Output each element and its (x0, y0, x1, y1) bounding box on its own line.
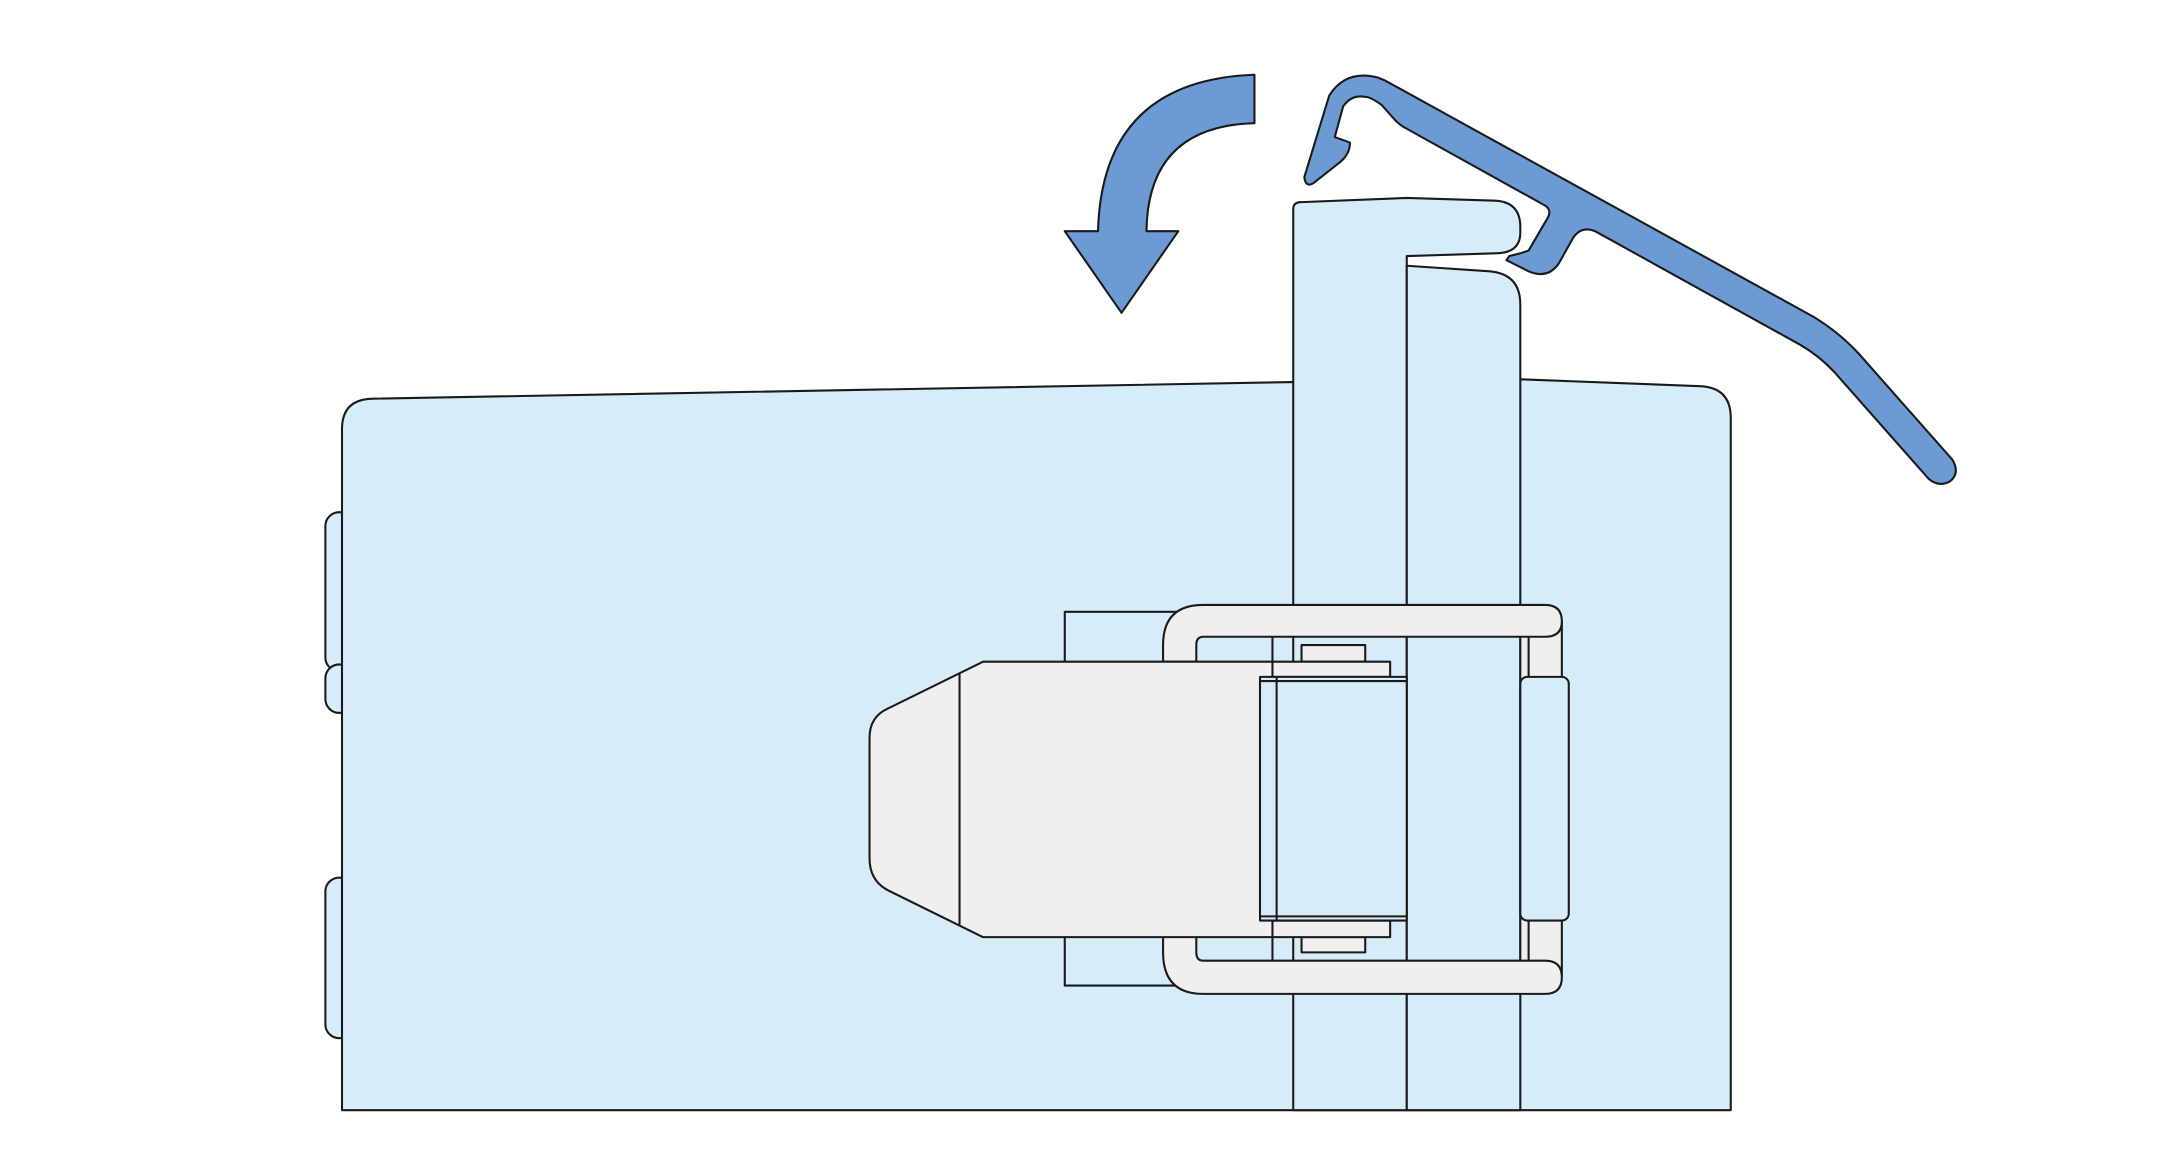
wire-bail (1162, 603, 1570, 995)
release-lever[interactable] (1303, 74, 1957, 485)
pillar-back (1405, 264, 1522, 1112)
rotate-counterclockwise-arrow-icon (1063, 73, 1256, 314)
latch-body (868, 644, 1408, 954)
